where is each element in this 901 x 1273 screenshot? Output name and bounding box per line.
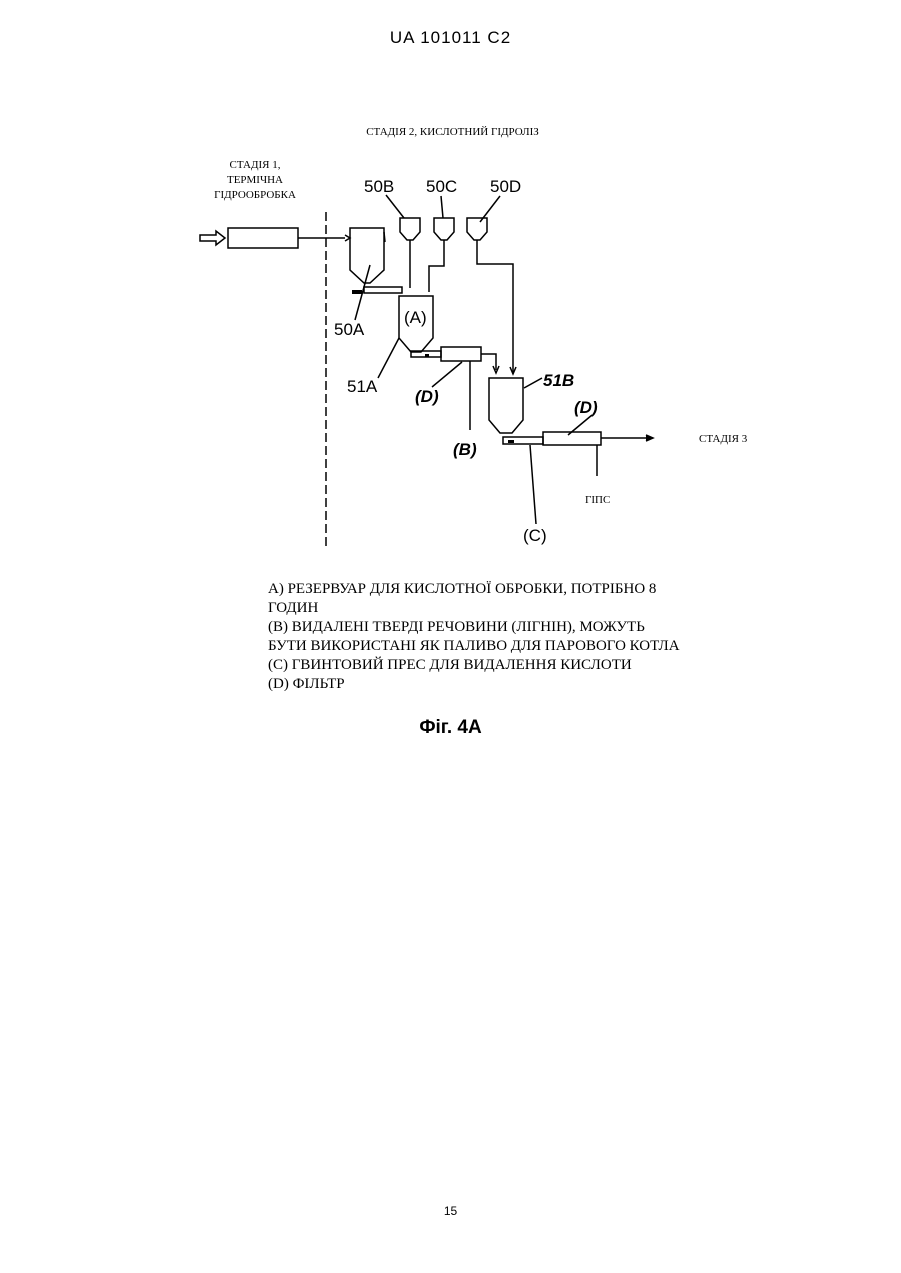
- label-50d: 50D: [490, 177, 521, 197]
- gypsum-label: ГІПС: [585, 494, 610, 506]
- label-filter-d2: (D): [574, 398, 598, 418]
- figure-caption: Фіг. 4А: [0, 717, 901, 739]
- leader-c: [530, 445, 536, 524]
- legend: A) РЕЗЕРВУАР ДЛЯ КИСЛОТНОЇ ОБРОБКИ, ПОТР…: [268, 580, 680, 694]
- label-filter-d1: (D): [415, 387, 439, 407]
- legend-line: A) РЕЗЕРВУАР ДЛЯ КИСЛОТНОЇ ОБРОБКИ, ПОТР…: [268, 580, 680, 599]
- filter-d1: [441, 347, 481, 361]
- hopper-50c: [434, 218, 454, 240]
- legend-line: (D) ФІЛЬТР: [268, 675, 680, 694]
- label-tank-a: (A): [404, 308, 427, 328]
- label-50a: 50A: [334, 320, 364, 340]
- label-50b: 50B: [364, 177, 394, 197]
- stage3-label: СТАДІЯ 3: [699, 433, 747, 445]
- legend-line: (C) ГВИНТОВИЙ ПРЕС ДЛЯ ВИДАЛЕННЯ КИСЛОТИ: [268, 656, 680, 675]
- stage1-unit: [228, 228, 298, 248]
- legend-line: (B) ВИДАЛЕНІ ТВЕРДІ РЕЧОВИНИ (ЛІГНІН), М…: [268, 618, 680, 637]
- label-51a: 51A: [347, 377, 377, 397]
- legend-line: БУТИ ВИКОРИСТАНІ ЯК ПАЛИВО ДЛЯ ПАРОВОГО …: [268, 637, 680, 656]
- label-solids-b: (B): [453, 440, 477, 460]
- screw-conveyor-50a: [364, 287, 402, 293]
- label-51b: 51B: [543, 371, 574, 391]
- hopper-50d: [467, 218, 487, 240]
- leader-51a: [378, 338, 399, 378]
- inlet-arrow: [200, 231, 225, 245]
- hopper-50b: [400, 218, 420, 240]
- page-number: 15: [0, 1204, 901, 1218]
- label-screw-press-c: (C): [523, 526, 547, 546]
- arrowhead-stage3: [646, 435, 653, 441]
- legend-line: ГОДИН: [268, 599, 680, 618]
- tank-51b: [489, 378, 523, 433]
- filter-d2: [543, 432, 601, 445]
- label-50c: 50C: [426, 177, 457, 197]
